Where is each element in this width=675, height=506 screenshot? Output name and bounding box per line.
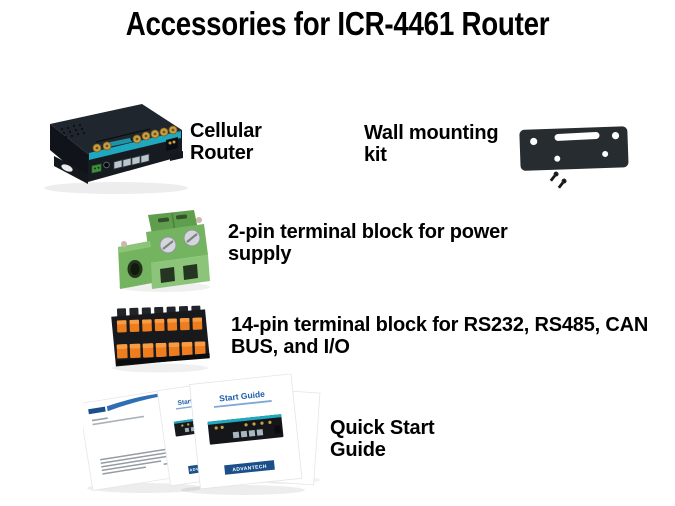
module-pin <box>172 140 176 144</box>
vent-slot <box>95 128 151 143</box>
label-line: Wall mounting <box>364 122 499 144</box>
shadow <box>112 363 208 373</box>
label-line: 2-pin terminal block for power <box>228 221 508 243</box>
socket-top <box>118 241 151 253</box>
guide-cover-front: Start Guide ADVANTECH <box>189 374 303 490</box>
push-tabs-top-row <box>116 317 203 333</box>
mounting-foot <box>170 151 183 161</box>
antenna-jack <box>103 161 110 169</box>
model-label-chip <box>106 138 132 147</box>
router-left-face <box>50 124 88 182</box>
wall-mounting-kit-image <box>519 126 629 189</box>
bottom-edge <box>115 353 210 366</box>
shadow <box>181 485 305 495</box>
advantech-logo-small <box>88 406 106 415</box>
socket-hole-inner <box>130 263 140 275</box>
screw-slot <box>186 233 198 243</box>
label-line: Cellular <box>190 120 262 142</box>
text-line <box>92 415 145 426</box>
antenna-pins <box>95 128 175 150</box>
screw-tip <box>196 217 202 223</box>
push-tabs-bottom-row <box>116 341 206 359</box>
quick-start-guide-image: Start Guide ADVANTECH Start Guide <box>83 374 321 495</box>
teal-stripe <box>89 131 181 160</box>
text-line <box>91 417 108 422</box>
screw-hole <box>530 137 538 146</box>
shadow <box>44 182 188 194</box>
ethernet-ports <box>113 153 150 170</box>
wire-opening <box>183 264 198 280</box>
wire-opening <box>160 267 175 283</box>
quick-start-guide-label: Quick Start Guide <box>330 417 435 461</box>
power-pin <box>94 167 96 170</box>
label-line: 14-pin terminal block for RS232, RS485, … <box>231 314 649 336</box>
cellular-router-label: Cellular Router <box>190 120 262 164</box>
vent-holes <box>60 123 86 139</box>
lever-slot <box>157 217 170 223</box>
label-line: Quick Start <box>330 417 435 439</box>
router-top-face <box>50 104 182 154</box>
label-line: kit <box>364 144 387 166</box>
2-pin-terminal-block-label: 2-pin terminal block for power supply <box>228 221 508 265</box>
2-pin-terminal-block-image <box>118 210 210 292</box>
screw <box>549 171 559 182</box>
advantech-logo-bar <box>224 460 275 475</box>
cellular-router-image <box>44 104 188 194</box>
flange-hole <box>61 164 73 172</box>
router-thumbnail <box>207 414 284 445</box>
mounting-slot <box>554 131 600 141</box>
screw <box>557 178 567 189</box>
mounting-plate <box>519 126 629 171</box>
label-line: supply <box>228 243 292 265</box>
guide-cover-title: Start Guide <box>219 389 266 404</box>
sim-slot <box>166 137 178 151</box>
power-connector <box>91 163 102 174</box>
screw-hole <box>554 155 561 162</box>
advantech-logo-text: ADVANTECH <box>232 464 267 474</box>
page-title: Accessories for ICR-4461 Router <box>125 5 550 42</box>
subtitle-line <box>213 400 272 408</box>
14-pin-terminal-block-image <box>111 305 210 373</box>
screw-hole <box>602 150 609 157</box>
lever-slot <box>175 214 188 220</box>
14-pin-terminal-block-label: 14-pin terminal block for RS232, RS485, … <box>231 314 648 358</box>
label-line: Router <box>190 142 254 164</box>
wall-mounting-kit-label: Wall mounting kit <box>364 122 499 166</box>
screw-hole <box>611 132 620 140</box>
module-pin <box>168 141 172 145</box>
label-line: BUS, and I/O <box>231 336 350 358</box>
label-line: Guide <box>330 439 386 461</box>
terminal-body-group <box>111 305 210 367</box>
screw-slot <box>162 240 174 250</box>
power-pin <box>97 166 100 169</box>
screw-tip <box>121 241 127 247</box>
